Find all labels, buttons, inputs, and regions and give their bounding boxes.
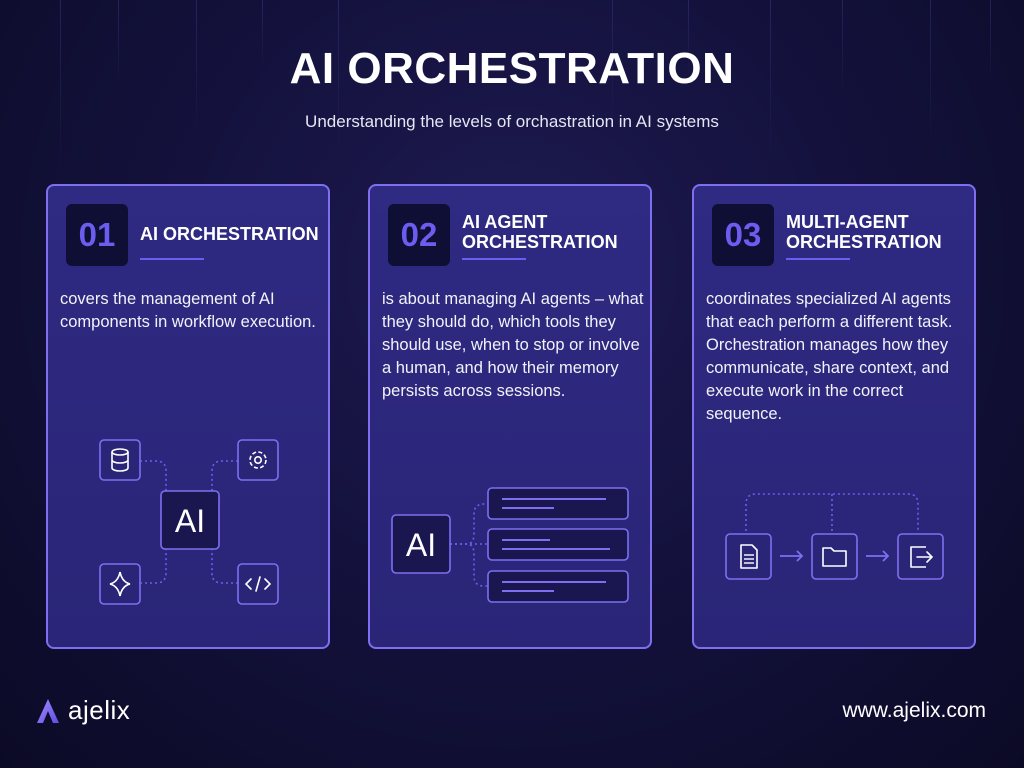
- ai-center-box: AI: [160, 490, 220, 550]
- title-underline: [462, 258, 526, 260]
- task-card: [487, 487, 629, 520]
- arrow-right-icon: [780, 550, 804, 562]
- ajelix-logo-icon: [37, 698, 59, 723]
- sequence-diagram: [725, 493, 944, 580]
- card-ai-agent-orchestration: 02 AI AGENT ORCHESTRATION is about manag…: [368, 184, 652, 649]
- database-icon: [99, 439, 141, 481]
- connector-line: [450, 503, 488, 545]
- document-icon: [725, 533, 772, 580]
- code-icon: [237, 563, 279, 605]
- footer-url[interactable]: www.ajelix.com: [842, 699, 986, 722]
- card-description: is about managing AI agents – what they …: [382, 290, 644, 400]
- connector-line: [211, 548, 238, 584]
- ai-center-label: AI: [406, 527, 436, 563]
- title-underline: [140, 258, 204, 260]
- brand-logo[interactable]: ajelix: [36, 695, 130, 726]
- sparkle-icon: [99, 563, 141, 605]
- brand-name: ajelix: [68, 695, 131, 725]
- task-card: [487, 528, 629, 561]
- page-title: AI ORCHESTRATION: [289, 44, 735, 93]
- connector-line: [140, 460, 167, 497]
- card-ai-orchestration: 01 AI ORCHESTRATION covers the managemen…: [46, 184, 330, 649]
- card-description: covers the management of AI components i…: [60, 290, 316, 331]
- card-multi-agent-orchestration: 03 MULTI-AGENT ORCHESTRATION coordinates…: [692, 184, 976, 649]
- ai-center-label: AI: [175, 503, 205, 539]
- connector-line: [140, 548, 167, 584]
- page-subtitle: Understanding the levels of orchastratio…: [305, 112, 719, 131]
- arrow-right-icon: [866, 550, 890, 562]
- card-number: 01: [66, 204, 128, 266]
- flow-arrows: [780, 550, 890, 562]
- card-number: 02: [388, 204, 450, 266]
- ai-hub-diagram: AI: [99, 439, 279, 605]
- card-title: AI ORCHESTRATION: [140, 224, 319, 244]
- card-title: MULTI-AGENT ORCHESTRATION: [786, 212, 942, 252]
- export-icon: [897, 533, 944, 580]
- task-card: [487, 570, 629, 603]
- folder-icon: [811, 533, 858, 580]
- card-number: 03: [712, 204, 774, 266]
- card-title: AI AGENT ORCHESTRATION: [462, 212, 618, 252]
- agent-tasks-diagram: AI: [391, 487, 629, 603]
- ai-center-box: AI: [391, 514, 451, 574]
- card-description: coordinates specialized AI agents that e…: [706, 290, 953, 423]
- connector-line: [745, 493, 919, 531]
- connector-line: [450, 543, 488, 587]
- title-underline: [786, 258, 850, 260]
- gear-icon: [237, 439, 279, 481]
- connector-line: [211, 460, 238, 497]
